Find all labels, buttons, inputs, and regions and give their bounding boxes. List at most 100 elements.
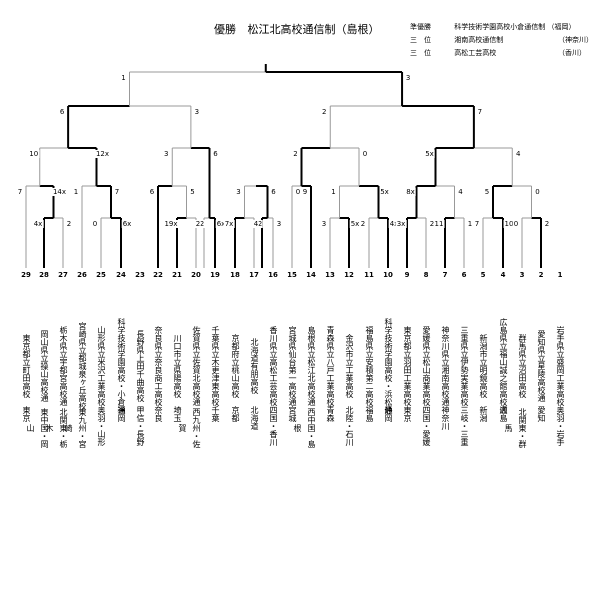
region-name: 埼玉	[173, 406, 182, 422]
team-column: 2 愛知県立星陵高校通愛知	[534, 270, 548, 450]
seed-number: 14	[306, 271, 316, 279]
score-label: 0	[91, 220, 99, 228]
school-name: 川口市立県陽高校	[173, 334, 182, 398]
score-label: 7	[473, 220, 481, 228]
region-name: 西九州・佐賀	[178, 408, 201, 448]
seed-number: 11	[364, 271, 374, 279]
score-label: 3	[275, 220, 283, 228]
school-name: 長野県上田千曲高校	[136, 330, 145, 402]
region-name: 広島	[499, 406, 508, 422]
school-name: 山形県立米沢工業高校	[97, 326, 106, 406]
seed-number: 15	[287, 271, 297, 279]
score-label: 5x	[349, 220, 361, 228]
seed-number: 27	[58, 271, 68, 279]
school-name: 科学技術学園高校・小倉通	[117, 318, 126, 414]
school-name: 三重県立伊勢実業高校	[460, 326, 469, 406]
score-label: 7	[16, 188, 24, 196]
score-label: 19x	[163, 220, 179, 228]
seed-number: 26	[77, 271, 87, 279]
placement-school: 湘南高校通信制	[454, 36, 504, 44]
score-label: 2	[256, 220, 264, 228]
seed-number: 7	[442, 271, 448, 279]
score-label: 5	[483, 188, 491, 196]
seed-number: 1	[557, 271, 563, 279]
placement-pref: （福岡）	[547, 23, 576, 31]
region-name: 神奈川	[441, 406, 450, 430]
seed-number: 13	[325, 271, 335, 279]
score-label: 14x	[51, 188, 68, 196]
seed-number: 6	[461, 271, 467, 279]
region-name: 北関東・群馬	[504, 408, 527, 448]
school-name: 栃木県立宇都宮高校通	[59, 326, 68, 406]
region-name: 東京	[22, 406, 31, 422]
score-label: 0	[361, 150, 369, 158]
region-name: 東京	[403, 406, 412, 422]
score-label: 3	[404, 74, 412, 82]
region-name: 北関東・栃木	[45, 408, 68, 448]
region-name: 四国・愛媛	[422, 406, 431, 446]
seed-number: 2	[538, 271, 544, 279]
score-label: 2	[359, 220, 367, 228]
seed-number: 28	[39, 271, 49, 279]
school-name: 神奈川県立湘南高校通	[441, 326, 450, 406]
school-name: 千葉県立木更津東高校	[211, 326, 220, 406]
school-name: 科学技術学園高校・浜松通	[384, 318, 393, 414]
score-label: 10	[28, 150, 40, 158]
seed-number: 8	[423, 271, 429, 279]
score-label: 11	[433, 220, 445, 228]
region-name: 三岐・三重	[460, 406, 469, 446]
team-column: 26 宮崎県立都城泉ヶ丘高校東九州・宮崎	[64, 270, 89, 450]
team-column: 7 神奈川県立湘南高校通神奈川	[438, 270, 452, 450]
seed-number: 19	[210, 271, 220, 279]
third-place-1: 三 位 湘南高校通信制 （神奈川）	[410, 35, 593, 45]
seed-number: 4	[500, 271, 506, 279]
score-label: 12x	[94, 150, 111, 158]
score-label: 4	[515, 150, 522, 158]
score-label: 1	[466, 220, 474, 228]
school-name: 青森県立八戸工業高校	[326, 326, 335, 406]
region-name: 宮城	[288, 406, 297, 422]
region-name: 奈良	[154, 406, 163, 422]
school-name: 新潟市立明鏡高校	[479, 334, 488, 398]
seed-number: 23	[135, 271, 145, 279]
region-name: 東九州・宮崎	[64, 408, 87, 448]
seed-number: 17	[249, 271, 259, 279]
results-header: 優勝 松江北高校通信制（島根） 準優勝 科学技術学園高校小倉通信制 （福岡） 三…	[0, 0, 600, 70]
region-name: 愛知	[537, 406, 546, 422]
placement-school: 高松工芸高校	[454, 49, 497, 57]
score-label: 2	[543, 220, 551, 228]
score-label: 5	[189, 188, 196, 196]
school-name: 愛知県立星陵高校通	[537, 330, 546, 402]
score-label: 7x	[223, 220, 235, 228]
region-name: 東中国・岡山	[26, 408, 49, 448]
region-name: 四国・香川	[269, 406, 278, 446]
score-label: 7	[113, 188, 121, 196]
placement-pref: （神奈川）	[558, 36, 593, 44]
score-label: 2	[194, 220, 202, 228]
placement-school: 科学技術学園高校小倉通信制	[454, 23, 546, 31]
team-column: 19 千葉県立木更津東高校千葉	[208, 270, 222, 450]
region-name: 奥羽・岩手	[556, 406, 565, 446]
seed-number: 5	[480, 271, 486, 279]
school-name: 宮崎県立都城泉ヶ丘高校	[78, 322, 87, 410]
region-name: 西中国・島根	[293, 408, 316, 448]
winner-label: 優勝	[214, 23, 236, 36]
region-name: 千葉	[211, 406, 220, 422]
region-name: 奥羽・山形	[97, 406, 106, 446]
team-column: 27 栃木県立宇都宮高校通北関東・栃木	[45, 270, 70, 450]
